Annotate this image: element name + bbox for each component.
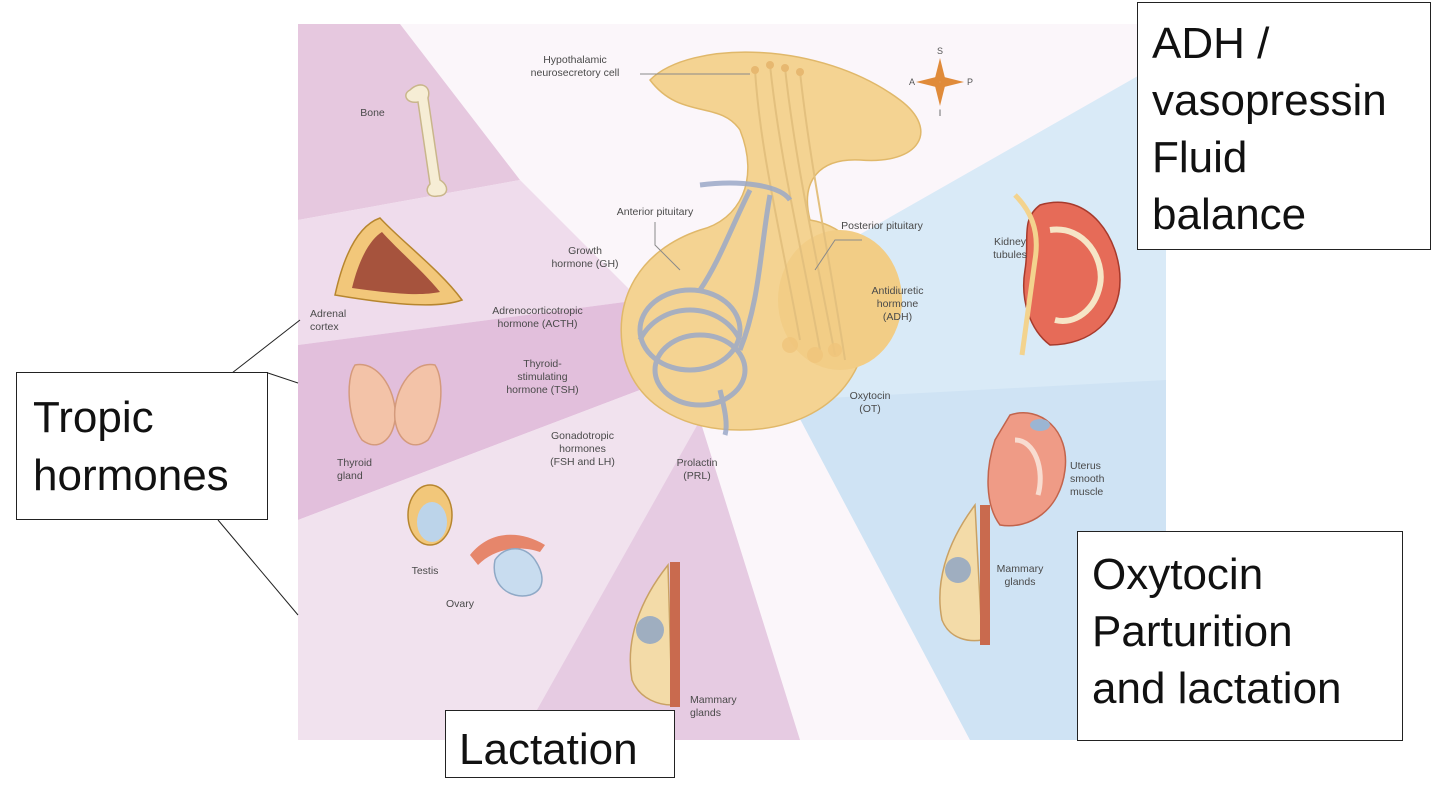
neurosecretory-fibers <box>754 64 846 361</box>
prolactin-label: Prolactin (PRL) <box>676 457 718 482</box>
adh-label: Antidiuretic hormone (ADH) <box>871 285 924 323</box>
neurosecretory-cell-bodies <box>751 61 804 76</box>
testis-label: Testis <box>411 565 439 577</box>
compass-rose <box>916 58 964 106</box>
compass-letter-s: S <box>937 46 943 56</box>
uterus-label: Uterus smooth muscle <box>1070 460 1105 498</box>
portal-vessels <box>637 180 793 436</box>
posterior-nerve-terminals <box>782 337 842 363</box>
acth-label: Adrenocorticotropic hormone (ACTH) <box>492 305 583 330</box>
compass-letter-p: P <box>967 77 973 87</box>
hypothalamic-cell-label: Hypothalamic neurosecretory cell <box>530 54 620 79</box>
mammary-left-illustration <box>629 562 680 707</box>
oxytocin-callout: Oxytocin Parturition and lactation <box>1077 531 1403 741</box>
gonadotropic-label: Gonadotropic hormones (FSH and LH) <box>550 430 615 468</box>
adrenal-cortex-illustration <box>334 217 464 306</box>
gh-label: Growth hormone (GH) <box>551 245 619 270</box>
uterus-illustration <box>987 412 1067 527</box>
thyroid-illustration <box>348 363 442 446</box>
tropic-hormones-callout: Tropic hormones <box>16 372 268 520</box>
adrenal-cortex-label: Adrenal cortex <box>310 308 347 333</box>
anterior-pituitary-label: Anterior pituitary <box>616 206 694 218</box>
mammary-left-label: Mammary glands <box>690 694 737 719</box>
kidney-tubules-label: Kidney tubules <box>993 236 1027 261</box>
thyroid-gland-label: Thyroid gland <box>337 457 373 482</box>
leader-lines <box>640 73 862 271</box>
mammary-right-illustration <box>939 502 990 645</box>
bone-illustration <box>405 84 448 198</box>
tropic-connector-lines <box>217 319 301 616</box>
posterior-pituitary-label: Posterior pituitary <box>841 220 923 232</box>
adh-vasopressin-callout: ADH / vasopressin Fluid balance <box>1137 2 1431 250</box>
mammary-right-label: Mammary glands <box>996 563 1044 588</box>
posterior-pituitary-lobe <box>778 230 902 370</box>
bone-label: Bone <box>360 107 385 119</box>
tsh-label: Thyroid- stimulating hormone (TSH) <box>506 358 579 396</box>
kidney-illustration <box>1013 193 1121 356</box>
lactation-callout: Lactation <box>445 710 675 778</box>
compass-letter-i: I <box>939 108 942 118</box>
bone-sector <box>298 24 520 220</box>
ovary-illustration <box>470 534 545 597</box>
compass-letter-a: A <box>909 77 915 87</box>
oxytocin-label: Oxytocin (OT) <box>849 390 891 415</box>
thyroid-sector <box>298 300 640 520</box>
ovary-label: Ovary <box>445 598 474 610</box>
testis-illustration <box>407 484 453 546</box>
